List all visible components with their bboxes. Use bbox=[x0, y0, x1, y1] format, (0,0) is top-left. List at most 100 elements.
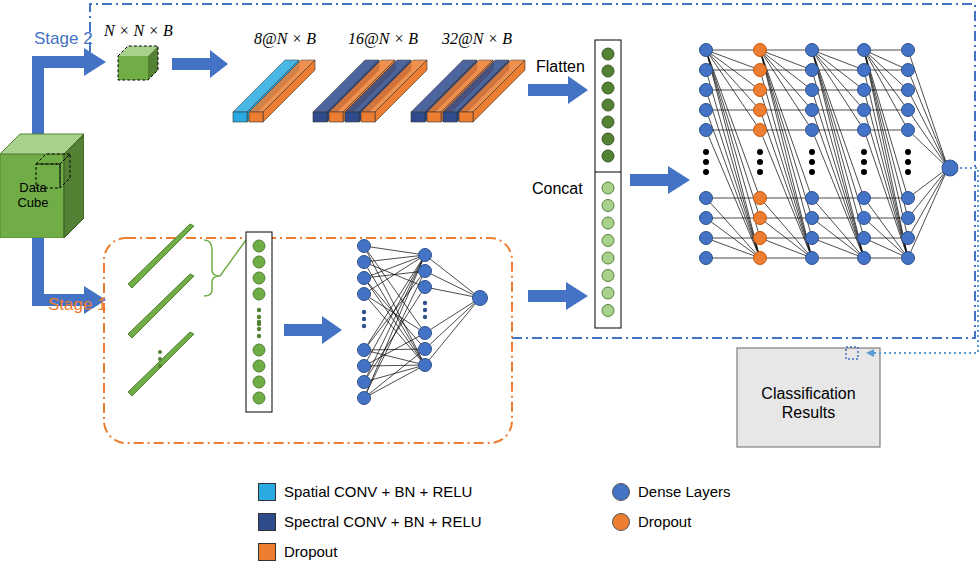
stage-label: Stage 2 bbox=[34, 30, 93, 49]
neuron bbox=[253, 240, 265, 252]
ellipsis-dot bbox=[423, 301, 427, 305]
operation-label: Flatten bbox=[536, 58, 585, 76]
connection bbox=[812, 50, 864, 90]
neuron bbox=[902, 104, 915, 117]
connection bbox=[760, 50, 812, 90]
ellipsis-dot bbox=[362, 317, 366, 321]
neuron bbox=[700, 192, 713, 205]
neuron bbox=[754, 232, 767, 245]
connection bbox=[812, 50, 864, 130]
connection bbox=[760, 50, 812, 198]
connection bbox=[364, 255, 425, 350]
connection bbox=[760, 50, 812, 238]
neuron bbox=[253, 272, 265, 284]
neuron bbox=[700, 84, 713, 97]
neuron bbox=[942, 160, 958, 176]
connection bbox=[908, 168, 948, 258]
legend-swatch bbox=[258, 513, 276, 531]
neuron bbox=[473, 291, 488, 306]
neuron bbox=[754, 64, 767, 77]
connection bbox=[425, 271, 480, 298]
connection bbox=[864, 238, 908, 258]
connection bbox=[812, 130, 864, 131]
connection bbox=[706, 70, 760, 71]
connection bbox=[760, 50, 812, 218]
neuron bbox=[253, 344, 265, 356]
ellipsis-dot bbox=[905, 149, 911, 155]
connection bbox=[760, 110, 812, 258]
ellipsis-dot bbox=[257, 327, 261, 331]
connection bbox=[812, 70, 864, 71]
connection bbox=[760, 50, 812, 258]
neuron bbox=[902, 212, 915, 225]
connection bbox=[706, 110, 760, 258]
connection bbox=[706, 130, 760, 258]
connection bbox=[812, 90, 864, 258]
conv-slab bbox=[361, 112, 375, 122]
connection bbox=[760, 258, 812, 259]
neuron bbox=[602, 287, 614, 299]
neuron bbox=[902, 84, 915, 97]
connection bbox=[425, 287, 480, 298]
neuron bbox=[806, 104, 819, 117]
neuron bbox=[806, 192, 819, 205]
neuron bbox=[858, 64, 871, 77]
neuron bbox=[358, 256, 371, 269]
conv-slab bbox=[459, 60, 525, 112]
legend-swatch bbox=[258, 543, 276, 561]
neuron bbox=[806, 212, 819, 225]
neuron bbox=[602, 133, 614, 145]
node-text: Classification Results bbox=[745, 385, 872, 422]
connection bbox=[760, 70, 812, 258]
neuron bbox=[806, 252, 819, 265]
connection bbox=[706, 50, 760, 238]
neuron bbox=[358, 376, 371, 389]
legend-text: Dense Layers bbox=[638, 484, 731, 501]
connection bbox=[812, 130, 864, 258]
neuron bbox=[602, 82, 614, 94]
neuron bbox=[358, 240, 371, 253]
neuron bbox=[358, 344, 371, 357]
connection bbox=[706, 198, 760, 199]
neuron bbox=[358, 392, 371, 405]
legend-circle bbox=[612, 483, 630, 501]
connection bbox=[760, 110, 812, 111]
connection bbox=[760, 238, 812, 258]
neuron bbox=[902, 252, 915, 265]
connection bbox=[812, 50, 864, 70]
connection bbox=[812, 50, 864, 218]
node-text: Data Cube bbox=[2, 181, 64, 211]
connection bbox=[364, 271, 425, 398]
neuron bbox=[754, 124, 767, 137]
connection bbox=[864, 198, 908, 258]
dimension-label: 16@N × B bbox=[348, 30, 418, 48]
connection bbox=[864, 50, 908, 70]
neuron bbox=[253, 288, 265, 300]
connection bbox=[864, 50, 908, 238]
ellipsis-dot bbox=[757, 169, 763, 175]
conv-slab bbox=[459, 112, 473, 122]
connection bbox=[706, 50, 760, 218]
dimension-label: 32@N × B bbox=[442, 30, 512, 48]
conv-slab bbox=[249, 112, 263, 122]
connection bbox=[760, 218, 812, 219]
neuron bbox=[858, 124, 871, 137]
conv-slab bbox=[233, 112, 247, 122]
connection bbox=[760, 198, 812, 258]
neuron bbox=[902, 192, 915, 205]
connection bbox=[706, 50, 760, 198]
connection bbox=[364, 246, 425, 365]
connection bbox=[706, 50, 760, 130]
neuron bbox=[602, 150, 614, 162]
neuron bbox=[602, 182, 614, 194]
ellipsis-dot bbox=[703, 159, 709, 165]
connection bbox=[812, 70, 864, 258]
legend-text: Dropout bbox=[284, 544, 337, 561]
neuron bbox=[419, 359, 432, 372]
neuron bbox=[858, 44, 871, 57]
connection bbox=[760, 198, 812, 199]
neuron bbox=[902, 64, 915, 77]
neuron bbox=[602, 305, 614, 317]
neuron bbox=[902, 44, 915, 57]
connection bbox=[364, 255, 425, 382]
